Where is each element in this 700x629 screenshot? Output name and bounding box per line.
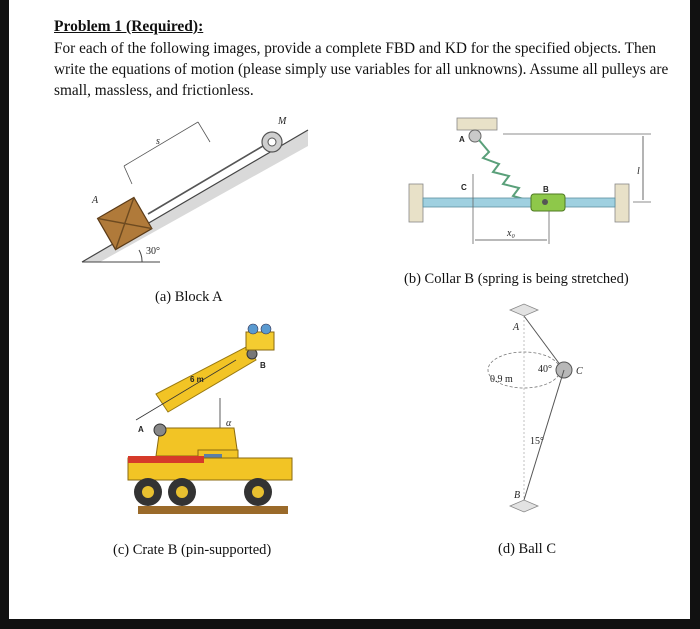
crate-label: B	[260, 361, 266, 370]
top-label: A	[512, 322, 520, 333]
figure-c-crane: B 6 m α A	[127, 323, 293, 514]
problem-statement: For each of the following images, provid…	[54, 40, 669, 99]
height-label: l	[637, 166, 640, 177]
collar-b	[530, 193, 566, 212]
bottom-support	[508, 499, 540, 513]
caption-a: (a) Block A	[155, 289, 223, 305]
red-stripe	[128, 456, 204, 463]
figure-b-collar-spring: A B C x₀ l	[408, 117, 651, 244]
right-wall	[614, 183, 630, 223]
ball-label: C	[576, 366, 583, 377]
upper-cord	[523, 315, 565, 371]
pivot-label: A	[138, 425, 144, 434]
problem-heading: Problem 1 (Required):	[54, 18, 204, 35]
ground	[138, 506, 288, 514]
crate-b	[245, 331, 275, 351]
collar-label: B	[543, 185, 549, 194]
figure-d-ball: A 40° 0.9 m C 15° B	[487, 303, 583, 513]
rod-point-label: C	[461, 183, 467, 192]
cable	[147, 142, 269, 215]
pivot-a	[153, 423, 167, 437]
horizontal-rod	[422, 197, 616, 208]
spring	[478, 139, 534, 203]
angle-bottom-label: 15°	[530, 436, 544, 447]
right-border	[690, 0, 700, 629]
left-border	[0, 0, 9, 629]
radius-label: 0.9 m	[490, 374, 513, 385]
support-label: A	[459, 135, 465, 144]
left-wall	[408, 183, 424, 223]
distance-dimension	[123, 121, 199, 167]
ceiling-support	[456, 117, 498, 131]
caption-c: (c) Crate B (pin-supported)	[113, 542, 272, 558]
worker-1	[247, 323, 259, 335]
bottom-border	[0, 619, 700, 629]
lower-cord	[523, 369, 565, 501]
angle-top-label: 40°	[538, 364, 552, 375]
caption-d: (d) Ball C	[498, 541, 556, 557]
chassis	[127, 457, 293, 481]
pulley-label: M	[277, 116, 287, 127]
figure-a-block-incline: 30° A M s	[81, 116, 309, 263]
length-label: 6 m	[190, 375, 204, 384]
block-a	[96, 196, 153, 251]
block-label: A	[91, 195, 99, 206]
angle-label: α	[226, 418, 232, 429]
angle-label: 30°	[146, 246, 160, 257]
offset-label: x₀	[506, 228, 515, 239]
bottom-label: B	[514, 490, 520, 501]
pin-a	[468, 129, 482, 143]
boom	[155, 345, 257, 413]
angle-arc	[138, 249, 143, 263]
distance-label: s	[156, 136, 160, 147]
worker-2	[260, 323, 272, 335]
top-support	[508, 303, 540, 317]
caption-b: (b) Collar B (spring is being stretched)	[404, 271, 629, 287]
length-dimension	[135, 359, 237, 421]
